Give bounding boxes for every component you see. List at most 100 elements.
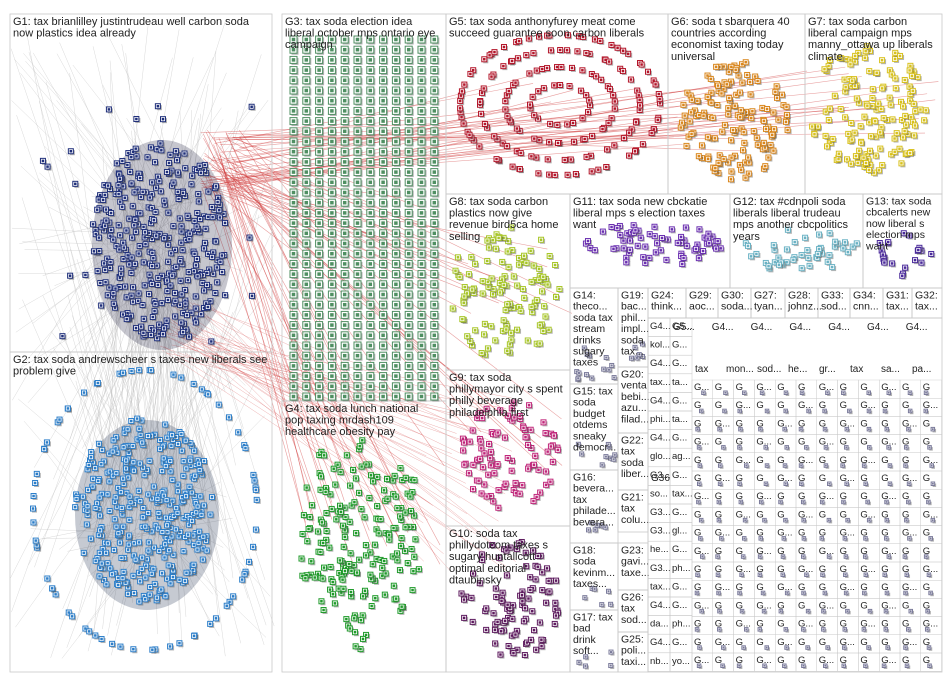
group-box-layer bbox=[9, 13, 943, 673]
node-avatar bbox=[149, 279, 152, 282]
node-avatar bbox=[291, 251, 296, 256]
node-avatar bbox=[193, 474, 197, 477]
node-avatar bbox=[193, 219, 196, 223]
node-avatar bbox=[330, 507, 333, 511]
node-avatar bbox=[419, 323, 424, 327]
node-avatar bbox=[355, 211, 360, 215]
node-avatar bbox=[198, 231, 201, 234]
node-avatar bbox=[184, 491, 187, 494]
node-avatar bbox=[201, 547, 205, 550]
node-avatar bbox=[190, 311, 193, 314]
edge bbox=[56, 100, 168, 240]
node-avatar bbox=[73, 505, 77, 509]
node-avatar bbox=[91, 223, 95, 226]
node-avatar bbox=[419, 88, 424, 93]
node-avatar bbox=[98, 575, 101, 578]
node-avatar bbox=[171, 499, 174, 502]
node-avatar bbox=[394, 129, 398, 134]
node-avatar bbox=[137, 541, 141, 544]
node-avatar bbox=[156, 493, 160, 496]
node-avatar bbox=[86, 509, 89, 512]
node-avatar bbox=[291, 374, 296, 378]
node-avatar bbox=[189, 441, 192, 445]
node-avatar bbox=[462, 122, 465, 125]
node-avatar bbox=[122, 246, 126, 249]
node-avatar bbox=[150, 530, 153, 533]
node-avatar bbox=[330, 170, 334, 174]
node-avatar bbox=[375, 557, 378, 561]
node-avatar bbox=[148, 593, 151, 596]
node-avatar bbox=[184, 299, 187, 302]
edge bbox=[162, 350, 424, 524]
node-avatar bbox=[368, 221, 373, 225]
node-avatar bbox=[317, 364, 321, 368]
node-avatar bbox=[317, 88, 321, 93]
node-avatar bbox=[251, 545, 255, 549]
edge bbox=[219, 131, 581, 170]
node-avatar bbox=[197, 192, 200, 196]
node-avatar bbox=[304, 78, 309, 83]
node-avatar bbox=[108, 266, 112, 270]
edge bbox=[62, 476, 118, 610]
node-avatar bbox=[188, 232, 192, 235]
edge bbox=[212, 129, 674, 139]
node-avatar bbox=[190, 183, 193, 186]
node-avatar bbox=[144, 564, 148, 567]
node-avatar bbox=[158, 179, 161, 183]
node-avatar bbox=[168, 459, 172, 463]
node-avatar bbox=[320, 521, 324, 524]
node-avatar bbox=[150, 206, 154, 210]
node-avatar bbox=[255, 498, 258, 502]
node-avatar bbox=[248, 236, 251, 239]
node-avatar bbox=[144, 242, 147, 246]
node-avatar bbox=[355, 394, 360, 399]
node-avatar bbox=[394, 302, 398, 307]
node-avatar bbox=[432, 58, 437, 62]
edge bbox=[105, 161, 127, 485]
node-avatar bbox=[168, 539, 172, 543]
node-avatar bbox=[185, 571, 188, 574]
node-avatar bbox=[140, 419, 143, 422]
node-avatar bbox=[66, 407, 70, 410]
node-avatar bbox=[377, 532, 380, 535]
node-avatar bbox=[357, 558, 361, 561]
node-avatar bbox=[291, 139, 296, 144]
node-avatar bbox=[98, 496, 101, 499]
node-avatar bbox=[68, 274, 72, 277]
node-avatar bbox=[317, 262, 321, 266]
node-avatar bbox=[547, 173, 551, 176]
node-avatar bbox=[304, 251, 309, 256]
node-avatar bbox=[130, 271, 133, 275]
node-avatar bbox=[394, 160, 398, 164]
node-avatar bbox=[177, 194, 181, 197]
node-avatar bbox=[186, 533, 190, 536]
node-avatar bbox=[432, 282, 437, 287]
node-avatar bbox=[117, 531, 120, 535]
node-avatar bbox=[165, 170, 169, 174]
node-avatar bbox=[173, 291, 177, 295]
node-avatar bbox=[109, 260, 112, 264]
node-avatar bbox=[198, 217, 202, 221]
node-avatar bbox=[143, 525, 147, 528]
node-avatar bbox=[231, 595, 235, 598]
node-avatar bbox=[183, 152, 186, 155]
node-avatar bbox=[95, 208, 99, 211]
node-avatar bbox=[317, 374, 321, 378]
node-avatar bbox=[154, 210, 157, 214]
node-avatar bbox=[321, 541, 325, 545]
node-avatar bbox=[330, 78, 334, 83]
edge bbox=[10, 252, 177, 579]
node-avatar bbox=[394, 170, 398, 174]
node-avatar bbox=[98, 193, 102, 197]
node-avatar bbox=[406, 170, 411, 174]
node-avatar bbox=[332, 467, 335, 470]
node-avatar bbox=[317, 231, 321, 236]
node-avatar bbox=[180, 225, 183, 228]
node-avatar bbox=[142, 331, 145, 335]
edge bbox=[167, 316, 509, 573]
edge bbox=[44, 146, 137, 236]
node-avatar bbox=[394, 47, 398, 52]
node-avatar bbox=[394, 313, 398, 317]
node-avatar bbox=[130, 369, 133, 373]
node-avatar bbox=[641, 142, 645, 146]
